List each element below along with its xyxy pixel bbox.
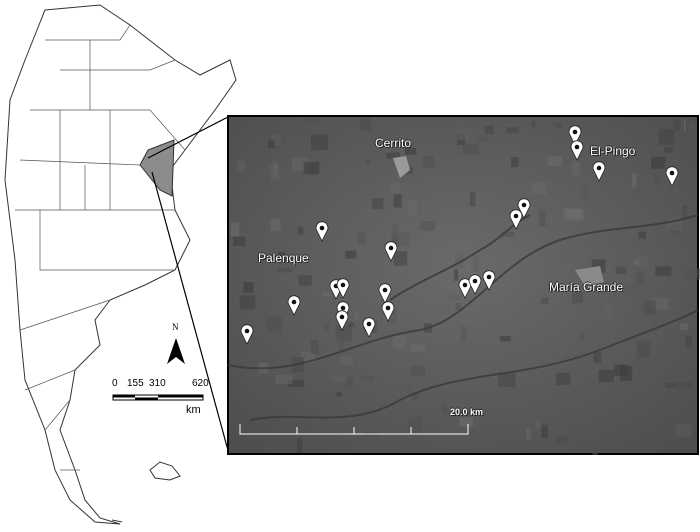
callout-line-bottom — [151, 171, 230, 455]
highlight-province-entre-rios — [139, 139, 175, 197]
scale-tick-155: 155 — [127, 378, 144, 389]
overview-scale-bar — [112, 394, 204, 401]
place-label-palenque: Palenque — [258, 251, 309, 265]
map-marker-icon[interactable] — [468, 274, 482, 295]
inset-scale-bar — [239, 424, 469, 435]
map-marker-icon[interactable] — [482, 270, 496, 291]
inset-scale-label: 20.0 km — [450, 407, 484, 417]
map-marker-icon[interactable] — [335, 310, 349, 331]
map-marker-icon[interactable] — [458, 278, 472, 299]
map-marker-icon[interactable] — [517, 198, 531, 219]
place-label-maria-grande: María Grande — [549, 280, 624, 294]
inset-satellite-map — [227, 115, 700, 455]
place-label-el-pingo: El-Pingo — [590, 144, 636, 158]
map-marker-icon[interactable] — [378, 283, 392, 304]
map-marker-icon[interactable] — [384, 241, 398, 262]
site-markers — [240, 125, 679, 345]
map-marker-icon[interactable] — [336, 278, 350, 299]
map-marker-icon[interactable] — [362, 317, 376, 338]
argentina-outline — [4, 4, 237, 525]
map-marker-icon[interactable] — [568, 125, 582, 146]
map-marker-icon[interactable] — [509, 209, 523, 230]
scale-tick-0: 0 — [112, 378, 118, 389]
place-label-cerrito: Cerrito — [375, 136, 412, 150]
map-marker-icon[interactable] — [570, 140, 584, 161]
map-marker-icon[interactable] — [287, 295, 301, 316]
map-marker-icon[interactable] — [381, 301, 395, 322]
map-marker-icon[interactable] — [240, 324, 254, 345]
callout-line-top — [147, 116, 229, 159]
north-arrow-icon — [167, 338, 185, 364]
scale-unit: km — [186, 404, 201, 416]
islands — [111, 461, 181, 523]
map-marker-icon[interactable] — [665, 166, 679, 187]
north-label: N — [172, 322, 179, 332]
map-marker-icon[interactable] — [592, 161, 606, 182]
scale-tick-310: 310 — [149, 378, 166, 389]
scale-tick-620: 620 — [192, 378, 209, 389]
map-marker-icon[interactable] — [315, 221, 329, 242]
